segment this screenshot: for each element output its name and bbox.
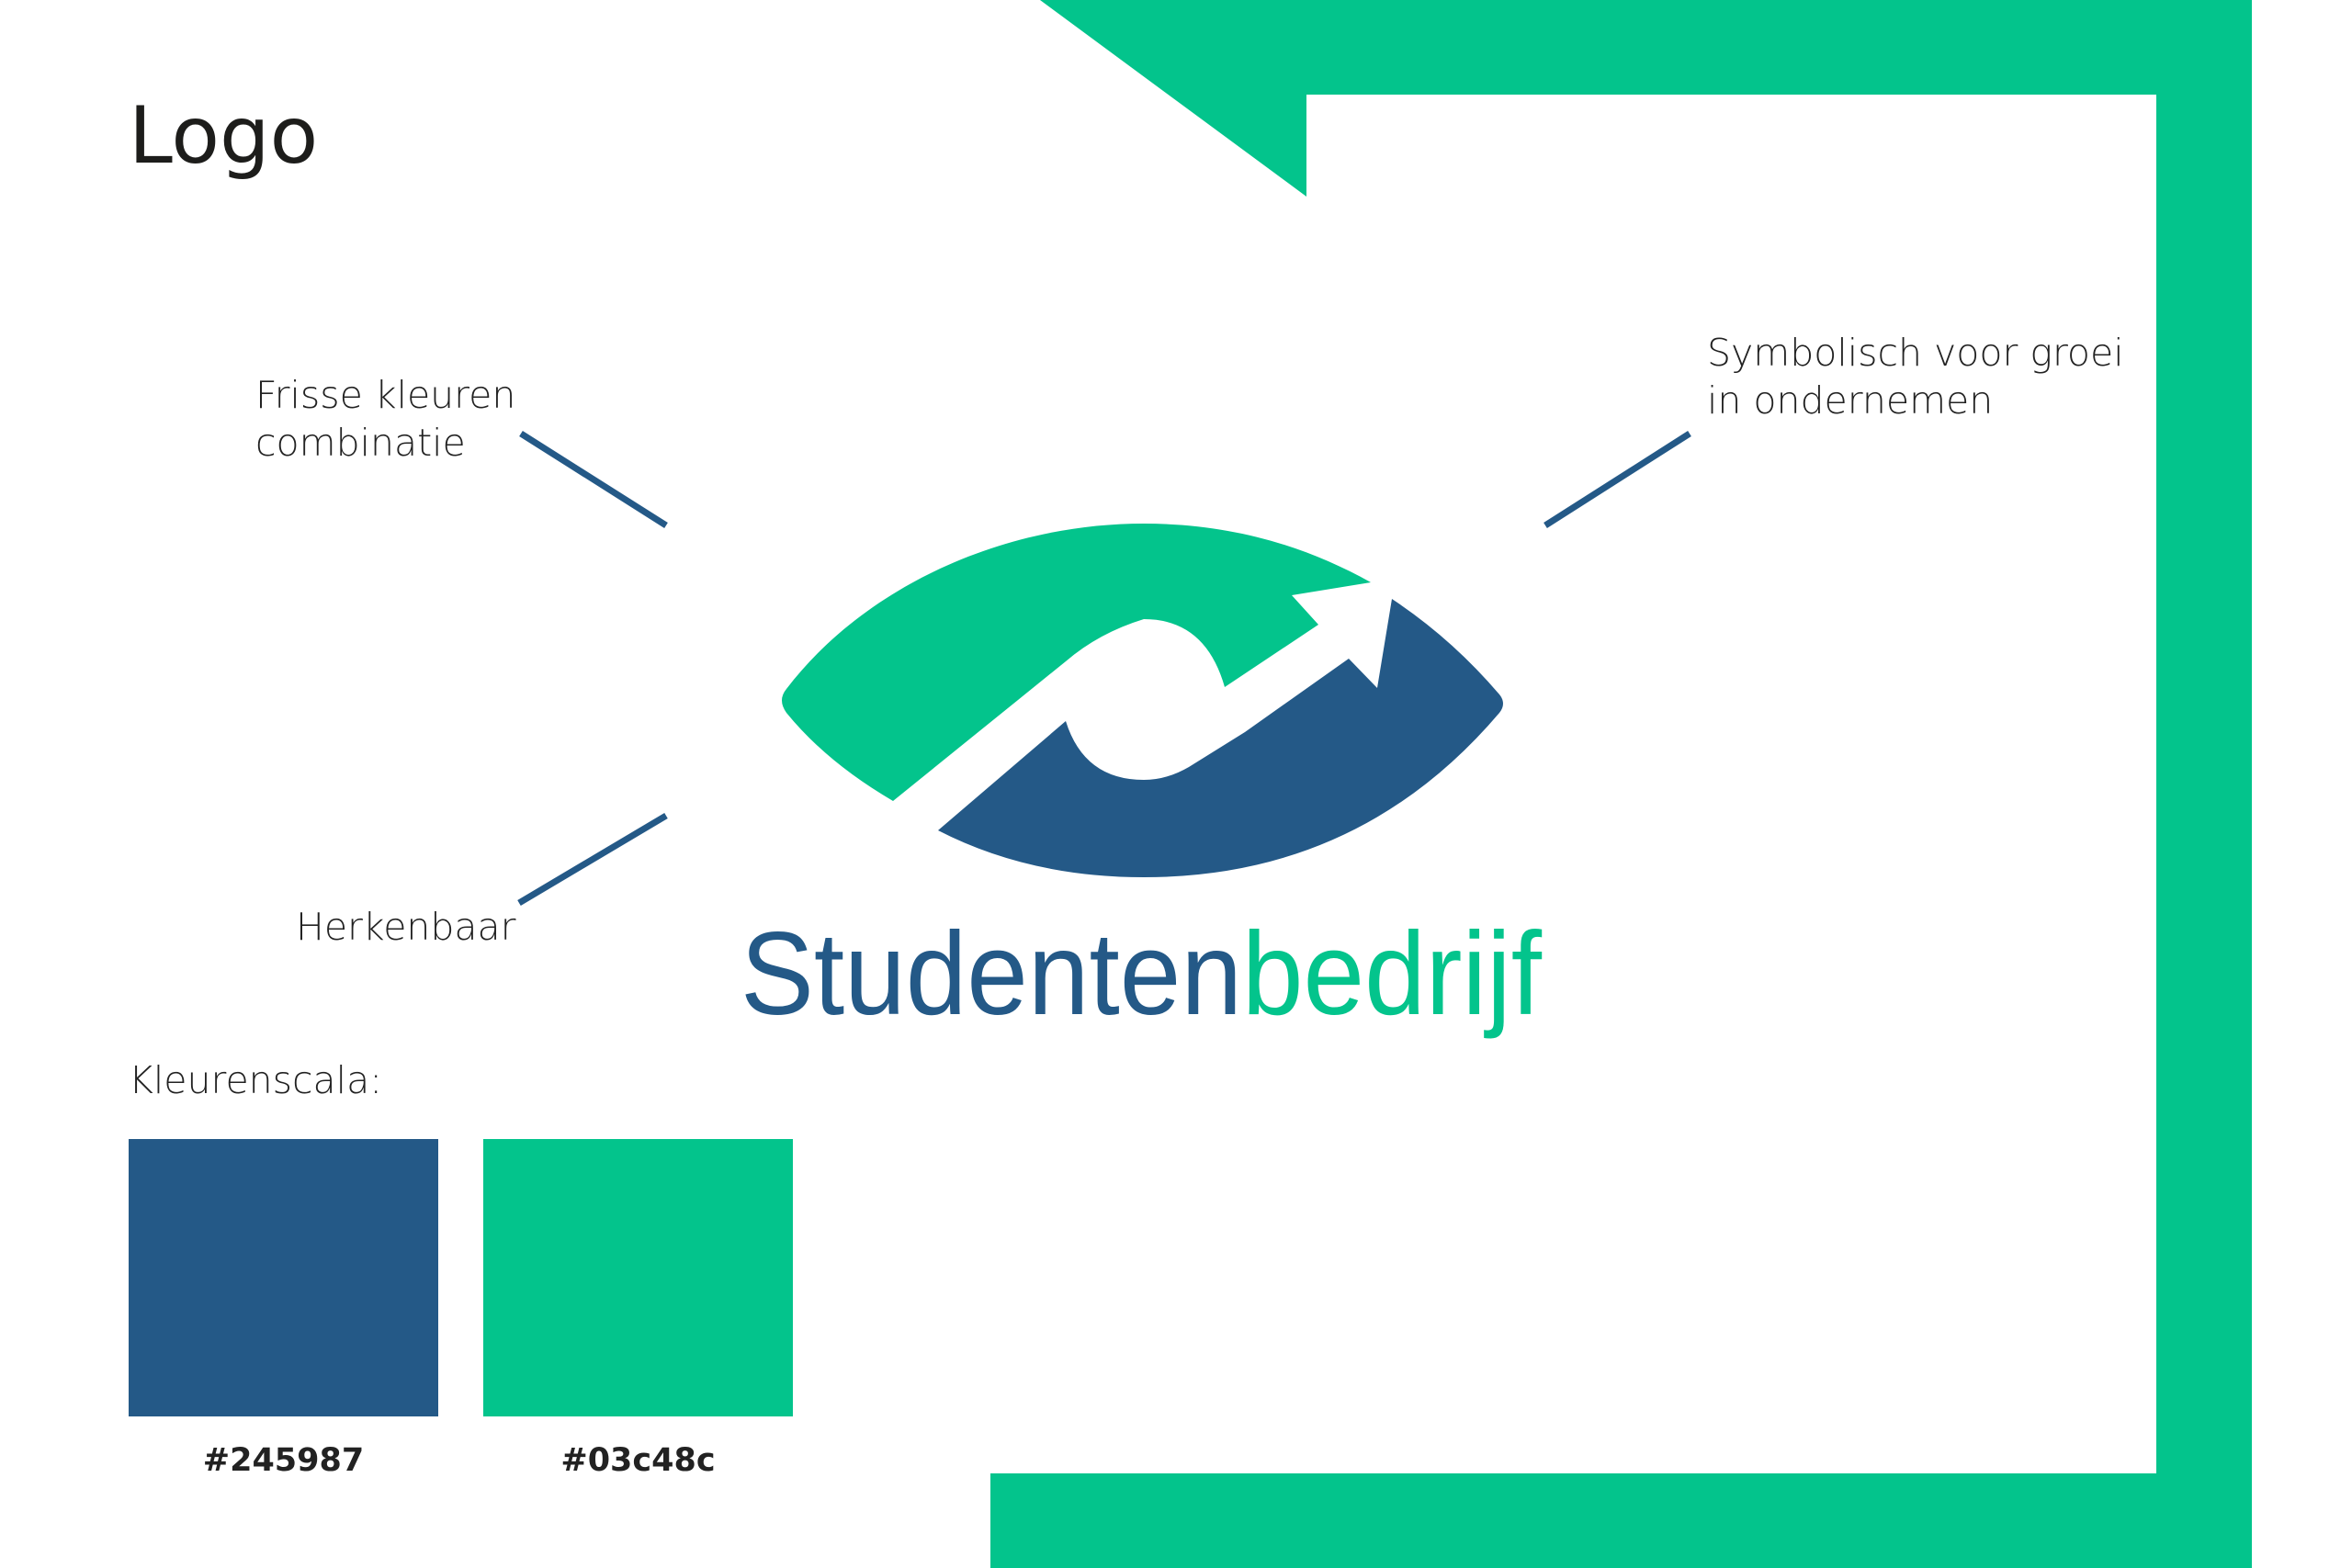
annotation-lines [517, 431, 1691, 907]
logo-green-half [782, 524, 1371, 801]
color-hex-green: #03c48c [560, 1442, 716, 1479]
annotation-growth: Symbolisch voor groei in ondernemen [1707, 329, 2124, 424]
annotation-line-2: in ondernemen [1707, 378, 1994, 423]
green-frame [990, 0, 2252, 1568]
color-swatch-green [483, 1139, 793, 1416]
annotation-line-1: Frisse kleuren [255, 373, 516, 417]
color-swatch-blue [129, 1139, 438, 1416]
frame-right-band [2156, 0, 2252, 1568]
pointer-line-fresh-colors [519, 431, 668, 528]
page-title: Logo [129, 90, 319, 182]
color-hex-blue: #245987 [202, 1442, 365, 1479]
logo-eye-icon: Studentenbedrijf [741, 524, 1542, 1040]
pointer-line-recognizable [517, 812, 668, 907]
palette-heading: Kleurenscala: [129, 1058, 383, 1102]
pointer-line-growth [1544, 431, 1691, 528]
annotation-recognizable: Herkenbaar [296, 905, 516, 949]
annotation-line-1: Symbolisch voor groei [1707, 331, 2124, 375]
frame-corner-triangle [1040, 0, 1306, 197]
frame-top-band [1306, 0, 2252, 95]
annotation-fresh-colors: Frisse kleuren combinatie [255, 371, 515, 467]
logo-word-bedrijf: bedrijf [1242, 908, 1543, 1040]
annotation-line-2: combinatie [255, 421, 466, 465]
logo-word-studenten: Studenten [741, 908, 1242, 1040]
logo-wordmark: Studentenbedrijf [741, 908, 1542, 1040]
frame-bottom-band [990, 1473, 2252, 1568]
logo-blue-half [938, 599, 1503, 877]
